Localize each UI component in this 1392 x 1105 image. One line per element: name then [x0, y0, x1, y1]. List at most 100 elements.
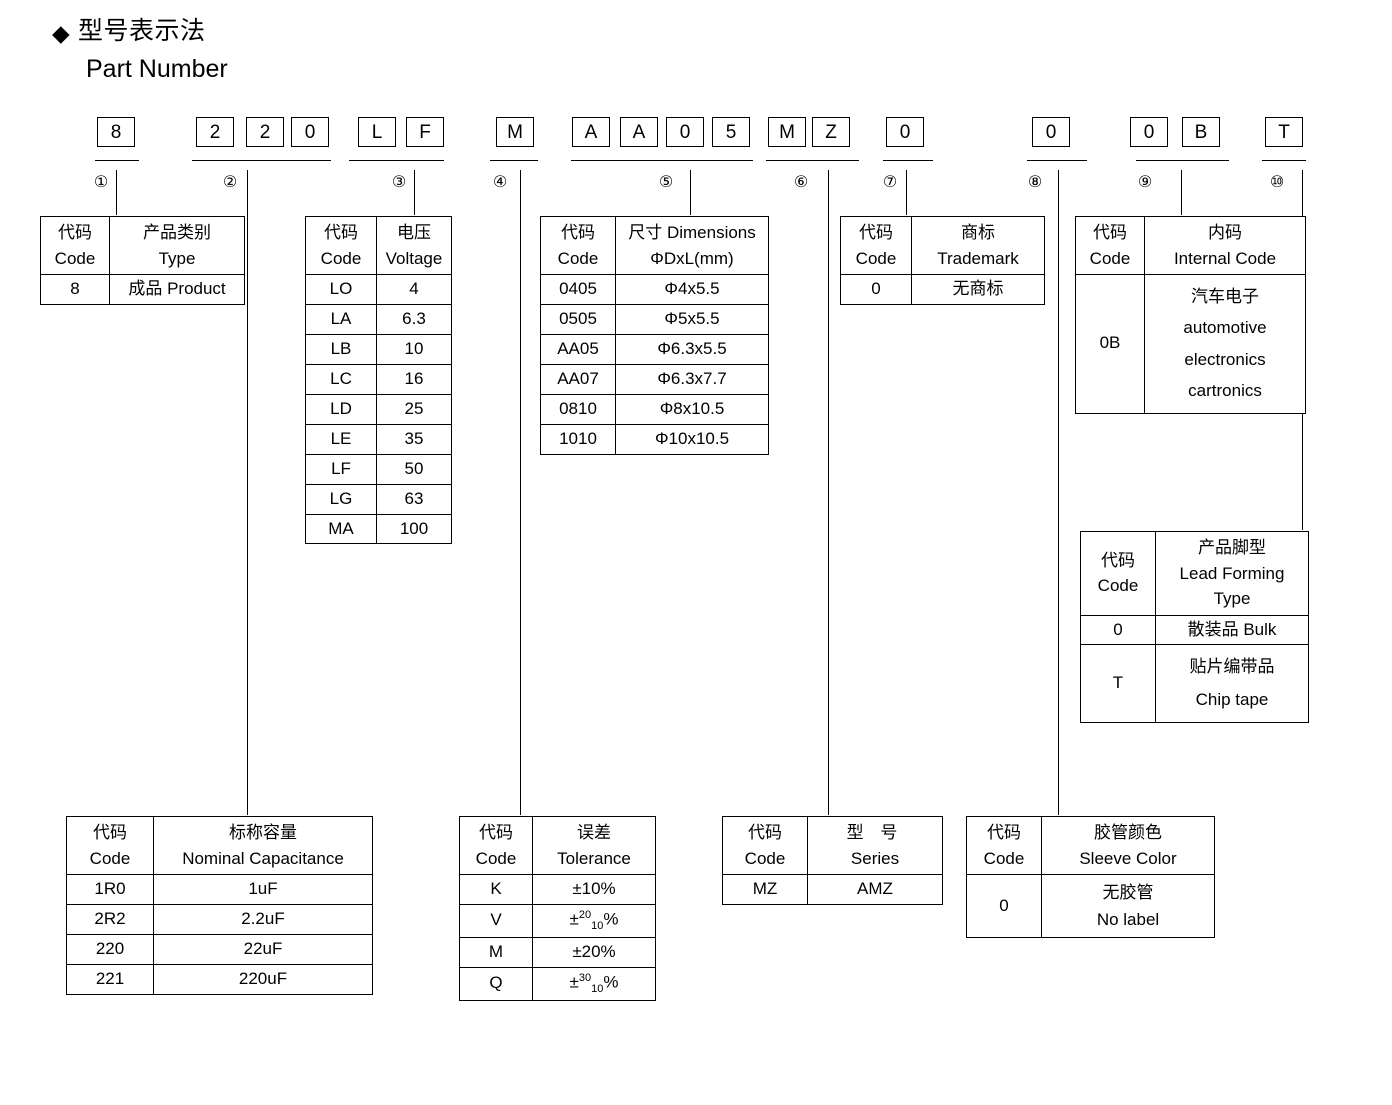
tolerance-upper: 30 — [578, 971, 592, 984]
internal-code-line-4: cartronics — [1188, 381, 1262, 401]
pn-char-box: Z — [812, 117, 850, 147]
row-code: V — [459, 903, 533, 938]
row-value: 16 — [376, 363, 452, 395]
group-index: ⑤ — [658, 174, 674, 191]
connector-line-5 — [690, 170, 691, 215]
row-value: ±3010% — [532, 966, 656, 1001]
sleeve-color-header-cn: 胶管颜色 — [1094, 823, 1162, 842]
row-code: LA — [305, 303, 377, 335]
row-code: AA05 — [540, 333, 616, 365]
table-tolerance: 代码 Code 误差 Tolerance K ±10% V ±2010% M ±… — [459, 816, 656, 1001]
pn-char-box: 2 — [196, 117, 234, 147]
row-code: 2R2 — [66, 903, 154, 935]
table-row: Q ±3010% — [459, 966, 656, 1001]
pn-char-box: 0 — [1032, 117, 1070, 147]
code-label-cn: 代码 — [561, 223, 595, 242]
group-index: ① — [93, 174, 109, 191]
lead-forming-value-line-2: Chip tape — [1195, 689, 1269, 709]
pn-char-box: B — [1182, 117, 1220, 147]
group-index: ② — [222, 174, 238, 191]
tolerance-value: ±10% — [572, 879, 616, 898]
group-index: ⑦ — [882, 174, 898, 191]
row-code: 0 — [1080, 614, 1156, 646]
tolerance-header-cn: 误差 — [577, 823, 611, 842]
row-code: 0 — [966, 873, 1042, 939]
header-value-cell: 产品脚型 Lead Forming Type — [1155, 531, 1309, 616]
header-code-cell: 代码 Code — [66, 816, 154, 875]
group-underline — [490, 160, 538, 161]
pn-char-box: 5 — [712, 117, 750, 147]
table-row: M ±20% — [459, 936, 656, 968]
row-value: 100 — [376, 513, 452, 545]
row-value: Φ6.3x5.5 — [615, 333, 769, 365]
page-title-cn: 型号表示法 — [78, 17, 206, 45]
header-value-cell: 误差 Tolerance — [532, 816, 656, 875]
table-row: 0 无胶管 No label — [966, 873, 1215, 939]
connector-line-4 — [520, 170, 521, 815]
connector-line-2 — [247, 170, 248, 815]
lead-forming-value-line-1: 贴片编带品 — [1189, 657, 1275, 677]
voltage-header-en: Voltage — [385, 248, 443, 268]
row-value: ±2010% — [532, 903, 656, 938]
row-value: Φ4x5.5 — [615, 274, 769, 305]
tolerance-upper: 20 — [578, 908, 592, 921]
table-header-row: 代码 Code 型 号 Series — [722, 816, 943, 875]
capacitance-header-cn: 标称容量 — [229, 823, 297, 842]
tolerance-header-en: Tolerance — [557, 848, 631, 868]
row-code: 0405 — [540, 274, 616, 305]
header-code-cell: 代码 Code — [305, 216, 377, 275]
table-header-row: 代码 Code 电压 Voltage — [305, 216, 452, 275]
dimensions-header-en: ΦDxL(mm) — [650, 248, 734, 268]
row-value: ±10% — [532, 874, 656, 905]
group-underline — [95, 160, 139, 161]
code-label-cn: 代码 — [93, 823, 127, 842]
internal-code-line-3: electronics — [1184, 349, 1266, 369]
connector-line-1 — [116, 170, 117, 215]
pn-char-box: 8 — [97, 117, 135, 147]
tolerance-percent: % — [603, 909, 619, 929]
code-label-cn: 代码 — [987, 823, 1021, 842]
tolerance-lower: 10 — [591, 982, 604, 995]
table-type: 代码 Code 产品类别 Type 8 成品 Product — [40, 216, 245, 305]
group-index: ④ — [492, 174, 508, 191]
sleeve-color-header-en: Sleeve Color — [1079, 848, 1177, 868]
pn-char-box: 0 — [291, 117, 329, 147]
table-row: V ±2010% — [459, 903, 656, 938]
pn-char-box: 0 — [886, 117, 924, 147]
table-header-row: 代码 Code 产品脚型 Lead Forming Type — [1080, 531, 1309, 616]
type-header-cn: 产品类别 — [143, 223, 211, 242]
code-label-en: Code — [89, 848, 131, 868]
row-value: Φ8x10.5 — [615, 393, 769, 425]
pn-char-box: 2 — [246, 117, 284, 147]
table-series: 代码 Code 型 号 Series MZ AMZ — [722, 816, 943, 905]
header-code-cell: 代码 Code — [459, 816, 533, 875]
row-value: 6.3 — [376, 303, 452, 335]
row-code: 221 — [66, 963, 154, 995]
capacitance-header-en: Nominal Capacitance — [182, 848, 344, 868]
row-code: AA07 — [540, 363, 616, 395]
row-code: K — [459, 874, 533, 905]
header-value-cell: 内码 Internal Code — [1144, 216, 1306, 275]
row-code: 220 — [66, 933, 154, 965]
code-label-en: Code — [320, 248, 362, 268]
bullet-diamond-icon: ◆ — [52, 20, 70, 46]
row-code: 1R0 — [66, 874, 154, 905]
row-value: 散装品 Bulk — [1155, 614, 1309, 646]
type-header-en: Type — [158, 248, 196, 268]
header-code-cell: 代码 Code — [722, 816, 808, 875]
table-header-row: 代码 Code 产品类别 Type — [40, 216, 245, 275]
code-label-cn: 代码 — [58, 223, 92, 242]
table-row: T 贴片编带品 Chip tape — [1080, 644, 1309, 724]
row-value: AMZ — [807, 874, 943, 905]
row-code: 0 — [840, 274, 912, 305]
group-underline — [1262, 160, 1306, 161]
table-header-row: 代码 Code 商标 Trademark — [840, 216, 1045, 275]
row-value: Φ10x10.5 — [615, 423, 769, 455]
